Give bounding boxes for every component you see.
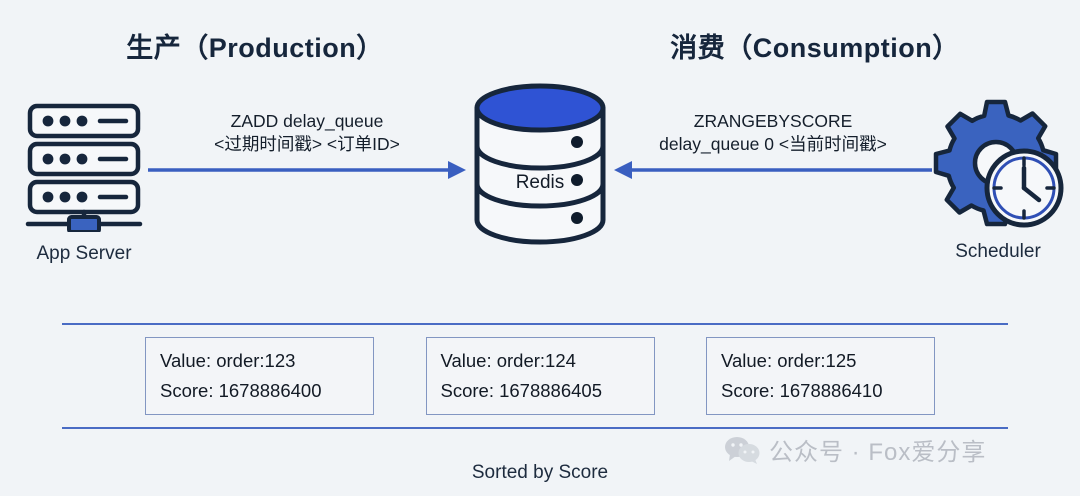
arrow-label-consume-line2: delay_queue 0 <当前时间戳> [659, 134, 887, 155]
zset-sorted-caption: Sorted by Score [471, 462, 609, 483]
zset-entry-value: Value: order:123 [160, 350, 296, 372]
arrow-label-consume-line1: ZRANGEBYSCORE [693, 111, 853, 131]
zset-entry-score: Score: 1678886400 [160, 380, 322, 401]
zset-strip-line-bottom [62, 427, 1008, 429]
arrow-label-consume: ZRANGEBYSCORE delay_queue 0 <当前时间戳> [612, 110, 934, 156]
zset-entry-value: Value: order:124 [440, 350, 576, 372]
gear-clock-icon [933, 99, 1064, 228]
zset-entry-box: Value: order:123 Score: 1678886400 [145, 337, 374, 415]
arrow-left-icon [614, 161, 932, 179]
heading-production: 生产（Production） [126, 33, 384, 63]
zset-entry-score: Score: 1678886410 [721, 380, 883, 401]
zset-entry-box: Value: order:125 Score: 1678886410 [706, 337, 935, 415]
zset-strip-line-top [62, 323, 1008, 325]
arrow-produce [148, 158, 466, 182]
arrow-consume [614, 158, 932, 182]
server-rack-icon [25, 103, 143, 234]
arrow-right-icon [148, 161, 466, 179]
zset-entry-box: Value: order:124 Score: 1678886405 [425, 337, 655, 415]
node-scheduler-label: Scheduler [955, 241, 1041, 262]
arrow-label-produce-line2: <过期时间戳> <订单ID> [214, 134, 400, 155]
node-app-server-label: App Server [36, 243, 132, 264]
wechat-bubbles-icon [725, 436, 760, 464]
node-app-server: App Server [8, 100, 160, 265]
node-redis: Redis [455, 80, 625, 255]
zset-entry-list: Value: order:123 Score: 1678886400 Value… [145, 337, 935, 415]
node-scheduler: Scheduler [920, 98, 1076, 263]
zset-entry-value: Value: order:125 [721, 350, 857, 372]
heading-consumption: 消费（Consumption） [670, 33, 960, 63]
arrow-label-produce-line1: ZADD delay_queue [230, 111, 384, 131]
zset-entry-score: Score: 1678886405 [440, 380, 603, 401]
arrow-label-produce: ZADD delay_queue <过期时间戳> <订单ID> [146, 110, 468, 156]
database-cylinder-icon [474, 83, 606, 245]
